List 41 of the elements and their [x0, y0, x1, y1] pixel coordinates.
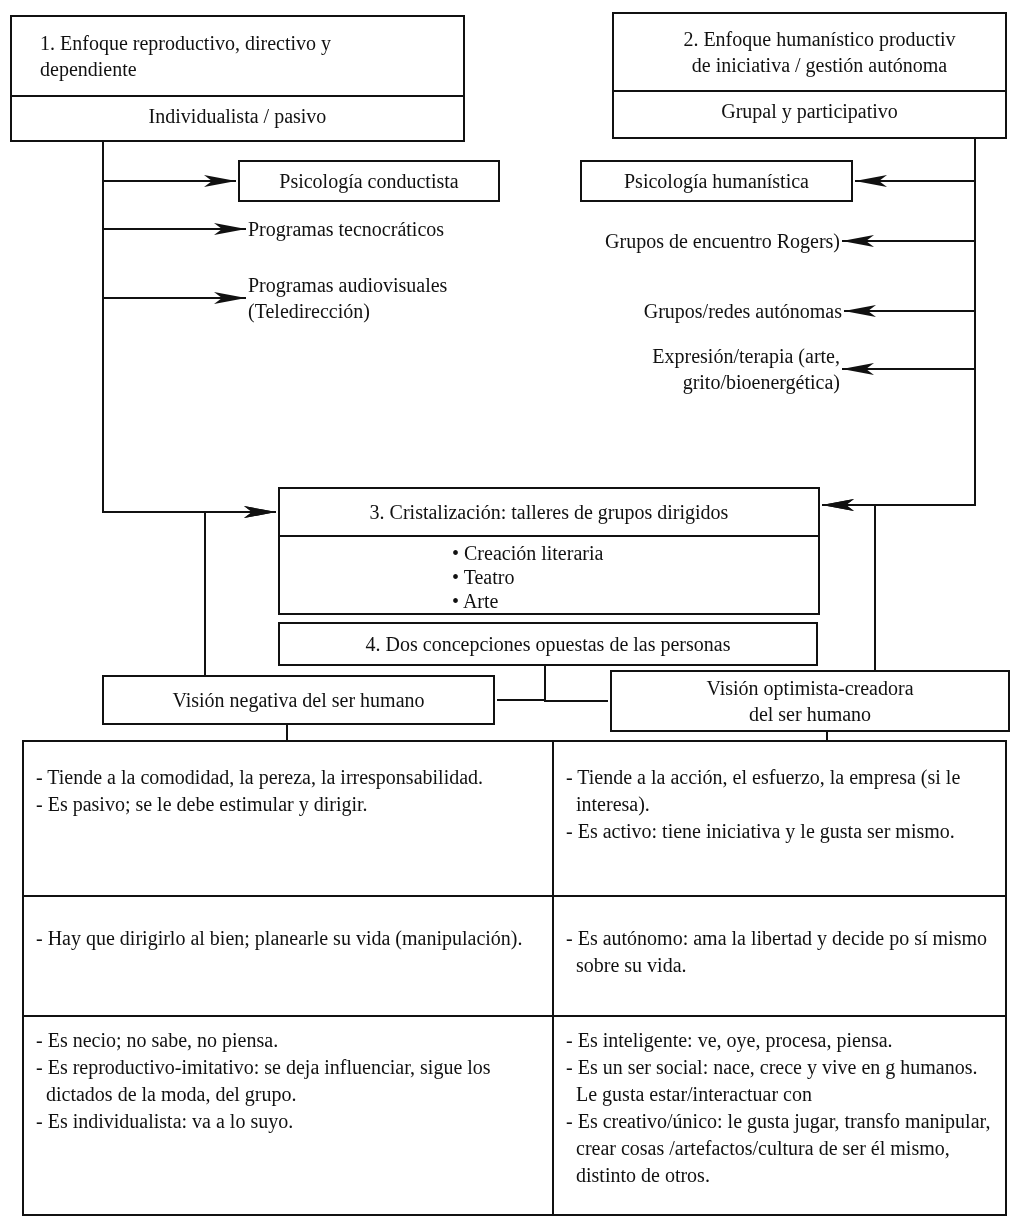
- node-text: Grupos/redes autónomas: [560, 298, 842, 324]
- process-box: [612, 12, 1007, 139]
- box-text: Visión negativa del ser humano: [172, 688, 425, 713]
- node-text: Programas audiovisuales (Teledirección): [248, 272, 488, 324]
- cell-text: - Es un ser social: nace, crece y vive en g humanos. Le gusta estar/interactuar con: [566, 1055, 979, 1108]
- connector-line: [286, 724, 288, 741]
- box-heading: 2. Enfoque humanístico productiv de iniciativa / gestión autónoma: [614, 14, 1005, 92]
- box-text: Psicología humanística: [624, 169, 809, 194]
- cell-text: - Es creativo/único: le gusta jugar, transfo manipular, crear cosas /artefactos/cultura de ser él mismo, distinto de otros.: [566, 1109, 992, 1188]
- list-item: • Creación literaria: [452, 541, 605, 565]
- process-box: [10, 15, 465, 142]
- box-text: Individualista / pasivo: [147, 104, 328, 129]
- box-text: Visión optimista-creadora del ser humano: [705, 676, 915, 727]
- cell-text: - Es pasivo; se le debe estimular y dirigir.: [36, 792, 369, 818]
- cell-text: - Tiende a la acción, el esfuerzo, la empresa (si le interesa).: [566, 765, 962, 818]
- node-text: Expresión/terapia (arte, grito/bioenergética): [560, 343, 840, 395]
- list-item: • Teatro: [452, 565, 516, 589]
- cell-text: - Es autónomo: ama la libertad y decide po sí mismo sobre su vida.: [566, 926, 988, 978]
- cell-text: - Tiende a la comodidad, la pereza, la irresponsabilidad.: [36, 765, 485, 791]
- process-box: [102, 675, 495, 725]
- node-text: Programas tecnocráticos: [248, 216, 448, 242]
- cell-text: - Es necio; no sabe, no piensa.: [36, 1028, 280, 1054]
- arrow: [821, 499, 876, 671]
- cell-text: - Es reproductivo-imitativo: se deja influenciar, sigue los dictados de la moda, del grupo.: [36, 1055, 492, 1108]
- node-text: Grupos de encuentro Rogers): [520, 228, 840, 254]
- box-text: Grupal y participativo: [720, 99, 899, 124]
- cell-text: - Es activo: tiene iniciativa y le gusta ser mismo.: [566, 819, 956, 845]
- box-heading: 3. Cristalización: talleres de grupos dirigidos: [280, 489, 818, 537]
- process-box: [238, 160, 500, 202]
- list-item: • Arte: [452, 589, 500, 613]
- box-text: Psicología conductista: [279, 169, 459, 194]
- connector-line: [826, 731, 828, 741]
- cell-text: - Es individualista: va a lo suyo.: [36, 1109, 295, 1135]
- process-box: [580, 160, 853, 202]
- box-text: 4. Dos concepciones opuestas de las personas: [365, 632, 731, 657]
- process-box: [278, 622, 818, 666]
- box-heading: 1. Enfoque reproductivo, directivo y dependiente: [12, 17, 463, 97]
- cell-text: - Hay que dirigirlo al bien; planearle su vida (manipulación).: [36, 926, 524, 952]
- cell-text: - Es inteligente: ve, oye, procesa, piensa.: [566, 1028, 894, 1054]
- process-box: [278, 487, 820, 615]
- process-box: [610, 670, 1010, 732]
